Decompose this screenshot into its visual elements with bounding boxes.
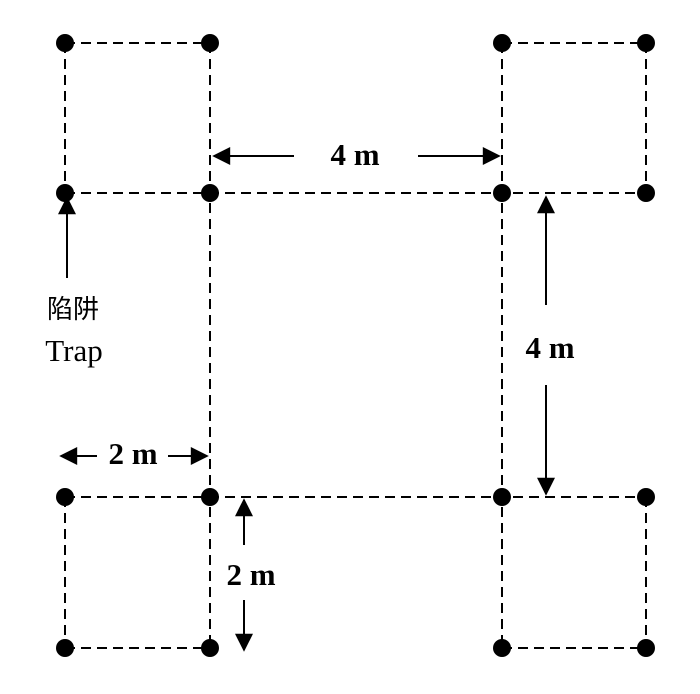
vertical-bottom-distance-label: 2 m — [226, 557, 275, 592]
trap-label-english: Trap — [45, 333, 102, 368]
trap-point — [493, 184, 511, 202]
trap-point — [201, 34, 219, 52]
left-bottom-distance-label: 2 m — [108, 436, 157, 471]
trap-point — [201, 639, 219, 657]
trap-point — [56, 184, 74, 202]
trap-point — [56, 34, 74, 52]
trap-point — [56, 639, 74, 657]
right-distance-label: 4 m — [525, 330, 574, 365]
trap-point — [637, 488, 655, 506]
trap-point — [201, 488, 219, 506]
trap-point — [493, 488, 511, 506]
dimension-arrows — [58, 147, 555, 652]
trap-point — [493, 639, 511, 657]
trap-label-chinese: 陷阱 — [47, 295, 99, 325]
trap-point — [637, 184, 655, 202]
trap-point — [493, 34, 511, 52]
trap-point — [637, 34, 655, 52]
trap-point — [201, 184, 219, 202]
trap-point — [56, 488, 74, 506]
trap-point — [637, 639, 655, 657]
dashed-grid — [64, 42, 647, 649]
top-distance-label: 4 m — [330, 137, 379, 172]
